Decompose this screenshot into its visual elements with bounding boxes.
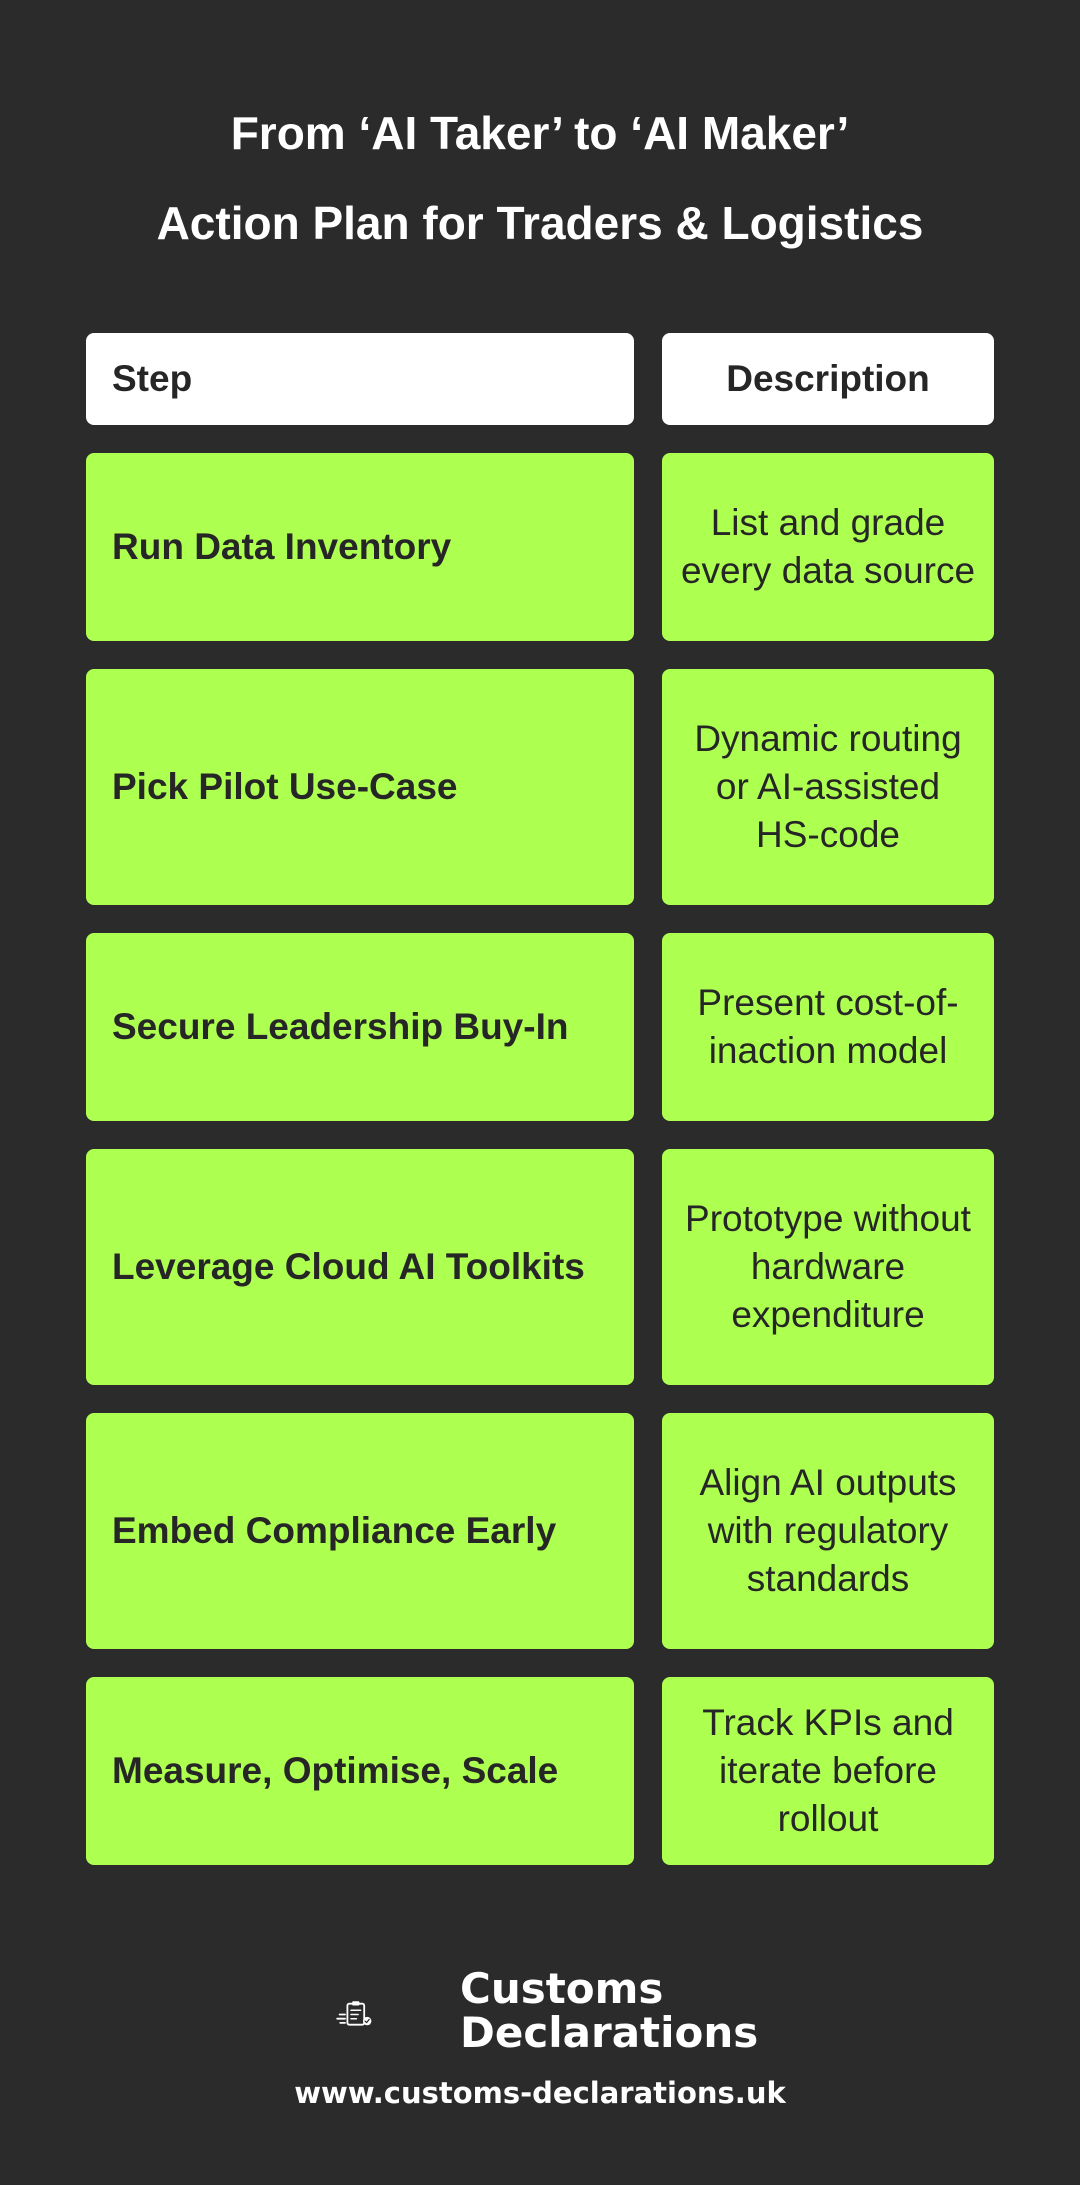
- website-url: www.customs-declarations.uk: [294, 2076, 786, 2110]
- clipboard-check-icon: [336, 2001, 372, 2026]
- logo-text-customs: Customs: [460, 1964, 664, 2013]
- header-description: Description: [662, 333, 994, 425]
- step-cell: Pick Pilot Use-Case: [86, 669, 634, 905]
- title-line-1: From ‘AI Taker’ to ‘AI Maker’: [230, 107, 850, 159]
- step-cell: Measure, Optimise, Scale: [86, 1677, 634, 1865]
- description-cell: Align AI outputs with regulatory standar…: [662, 1413, 994, 1649]
- step-cell: Run Data Inventory: [86, 453, 634, 641]
- header-step: Step: [86, 333, 634, 425]
- description-cell: Track KPIs and iterate before rollout: [662, 1677, 994, 1865]
- description-cell: List and grade every data source: [662, 453, 994, 641]
- logo-text-declarations: Declarations: [460, 2008, 759, 2057]
- step-cell: Leverage Cloud AI Toolkits: [86, 1149, 634, 1385]
- description-cell: Prototype without hardware expenditure: [662, 1149, 994, 1385]
- step-cell: Secure Leadership Buy-In: [86, 933, 634, 1121]
- description-cell: Dynamic routing or AI-assisted HS-code: [662, 669, 994, 905]
- title-line-2: Action Plan for Traders & Logistics: [156, 197, 924, 249]
- step-cell: Embed Compliance Early: [86, 1413, 634, 1649]
- description-cell: Present cost-of-inaction model: [662, 933, 994, 1121]
